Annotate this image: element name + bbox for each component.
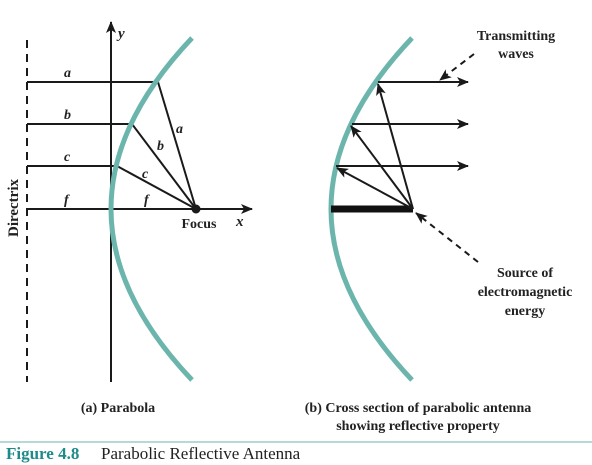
caption-b-line2: showing reflective property <box>336 419 500 434</box>
line-a-focal <box>157 81 197 210</box>
label-f-right: f <box>144 193 150 208</box>
source-pointer <box>415 212 479 263</box>
ray-to-reflector-2 <box>350 125 414 210</box>
transmitting-label-line1: Transmitting <box>477 29 555 44</box>
x-axis-label: x <box>235 214 244 230</box>
source-label-line1: Source of <box>497 266 553 281</box>
directrix-label: Directrix <box>6 178 22 237</box>
label-c-right: c <box>142 167 149 182</box>
label-a-left: a <box>64 66 71 81</box>
ray-to-reflector-3 <box>336 167 414 210</box>
line-b-focal <box>131 123 197 210</box>
label-b-right: b <box>157 139 164 154</box>
caption-a: (a) Parabola <box>81 401 155 416</box>
transmitting-label-line2: waves <box>498 47 534 62</box>
figure-title: Parabolic Reflective Antenna <box>101 444 301 463</box>
label-c-left: c <box>64 150 71 165</box>
source-label-line3: energy <box>505 304 545 319</box>
panel-a-parabola: Directrix y x Focus a b c f a b c f (a) … <box>6 21 253 416</box>
line-c-focal <box>116 165 197 210</box>
source-label-line2: electromagnetic <box>478 285 573 300</box>
ray-to-reflector-1 <box>376 83 414 210</box>
focus-point <box>191 204 201 214</box>
label-a-right: a <box>176 122 183 137</box>
y-axis-label: y <box>116 26 125 42</box>
parabola-curve-a <box>108 36 194 382</box>
label-f-left: f <box>64 193 70 208</box>
transmitting-pointer <box>439 53 475 81</box>
figure-caption: Figure 4.8 Parabolic Reflective Antenna <box>0 441 592 463</box>
panel-b-antenna: Transmitting waves Source of electromagn… <box>305 29 573 434</box>
caption-b-line1: (b) Cross section of parabolic antenna <box>305 401 531 416</box>
focus-label: Focus <box>182 217 218 232</box>
figure-number: Figure 4.8 <box>6 444 79 463</box>
label-b-left: b <box>64 108 71 123</box>
